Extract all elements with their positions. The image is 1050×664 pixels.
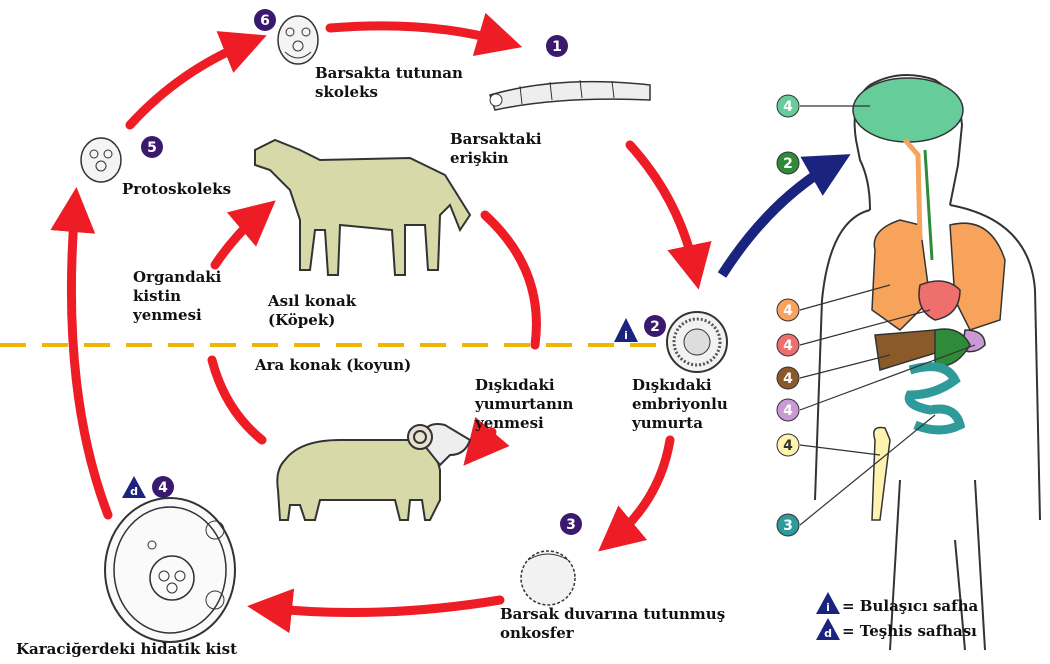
svg-text:2: 2 <box>650 319 660 335</box>
hydatid-cyst-illustration <box>105 498 235 642</box>
svg-text:i: i <box>826 601 830 614</box>
arrow-dog-to-sheep <box>485 215 536 345</box>
marker-lung: 4 <box>777 299 799 321</box>
legend: i d <box>816 592 840 640</box>
arrow-cyst-to-dog <box>215 212 262 265</box>
adult-worm-illustration <box>490 80 650 110</box>
arrow-4-to-5 <box>71 205 108 515</box>
label-intermediate-host: Ara konak (koyun) <box>255 356 411 375</box>
oncosphere-illustration <box>521 551 575 605</box>
scolex-illustration <box>278 16 318 64</box>
badge-4: d 4 <box>122 476 174 498</box>
label-ingest-cyst: Organdaki kistin yenmesi <box>133 268 221 325</box>
svg-text:2: 2 <box>783 156 793 172</box>
svg-text:4: 4 <box>783 403 793 419</box>
marker-heart: 4 <box>777 334 799 356</box>
svg-text:4: 4 <box>783 371 793 387</box>
badge-3: 3 <box>560 513 582 535</box>
svg-text:4: 4 <box>783 303 793 319</box>
protoscolex-illustration <box>81 138 121 182</box>
marker-brain: 4 <box>777 95 799 117</box>
arrow-to-human <box>722 163 835 275</box>
body-marker-circles: 4 2 4 4 4 4 4 3 <box>777 95 799 536</box>
marker-intestine: 3 <box>777 514 799 536</box>
marker-bone: 4 <box>777 434 799 456</box>
label-definitive-host: Asıl konak (Köpek) <box>268 292 356 330</box>
badge-5: 5 <box>141 136 163 158</box>
arrow-3-to-4 <box>265 600 500 613</box>
svg-text:i: i <box>624 329 628 342</box>
badge-6: 6 <box>254 9 276 31</box>
svg-text:4: 4 <box>783 338 793 354</box>
label-stage2: Dışkıdaki embriyonlu yumurta <box>632 376 728 433</box>
svg-text:3: 3 <box>783 518 793 534</box>
marker-spleen: 4 <box>777 399 799 421</box>
svg-text:6: 6 <box>260 13 270 29</box>
arrow-egg-to-sheep <box>475 432 492 452</box>
badge-1: 1 <box>546 35 568 57</box>
label-stage6: Barsakta tutunan skoleks <box>315 64 463 102</box>
svg-text:d: d <box>130 485 138 498</box>
sheep-illustration <box>277 424 470 520</box>
femur <box>872 428 890 521</box>
badge-2: i 2 <box>614 315 666 342</box>
heart <box>919 281 960 320</box>
label-stage4: Karaciğerdeki hidatik kist <box>16 640 237 659</box>
legend-infective-label: = Bulaşıcı safha <box>842 597 978 615</box>
dog-illustration <box>255 140 470 275</box>
svg-text:5: 5 <box>147 140 157 156</box>
intestine <box>909 367 960 430</box>
brain <box>853 78 963 142</box>
svg-text:4: 4 <box>158 480 168 496</box>
svg-text:d: d <box>824 627 832 640</box>
label-stage1: Barsaktaki erişkin <box>450 130 542 168</box>
arrow-2-to-3 <box>612 440 670 540</box>
organs <box>853 78 1005 520</box>
svg-text:1: 1 <box>552 39 562 55</box>
label-stage3: Barsak duvarına tutunmuş onkosfer <box>500 605 725 643</box>
arrow-6-to-1 <box>330 26 505 42</box>
marker-entry: 2 <box>777 152 799 174</box>
embryonated-egg-illustration <box>667 312 727 372</box>
legend-diagnostic-label: = Teşhis safhası <box>842 622 977 640</box>
svg-text:4: 4 <box>783 99 793 115</box>
label-ingest-egg: Dışkıdaki yumurtanın yenmesi <box>475 376 573 433</box>
svg-text:3: 3 <box>566 517 576 533</box>
label-stage5: Protoskoleks <box>122 180 231 199</box>
arrow-5-to-6 <box>130 42 250 125</box>
trachea <box>925 150 932 260</box>
svg-text:4: 4 <box>783 438 793 454</box>
marker-liver: 4 <box>777 367 799 389</box>
arrow-1-to-2 <box>630 145 695 272</box>
